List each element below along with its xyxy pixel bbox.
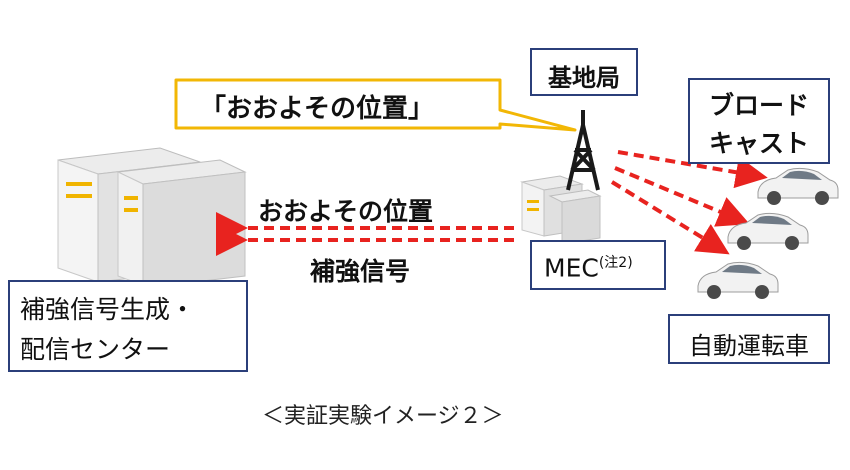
broadcast-box: ブロード キャスト: [688, 78, 830, 164]
lower-arrow-label: 補強信号: [310, 257, 411, 286]
base-station-box: 基地局: [530, 48, 638, 96]
upper-arrow-label: おおよその位置: [258, 197, 434, 226]
server-icon: [57, 147, 247, 289]
broadcast-label-line1: ブロード: [708, 91, 809, 120]
mec-label-text: MEC: [544, 253, 599, 283]
center-label-line1: 補強信号生成・: [20, 295, 196, 324]
callout-text: 「おおよその位置」: [200, 94, 435, 124]
vehicles-box: 自動運転車: [668, 314, 830, 364]
center-label-line2: 配信センター: [20, 335, 171, 364]
mec-label: MEC(注2): [544, 252, 633, 282]
callout-bubble: [174, 78, 577, 132]
figure-caption: ＜実証実験イメージ２＞: [262, 404, 504, 429]
broadcast-arrow-3: [610, 180, 730, 255]
broadcast-arrow-2: [614, 166, 750, 227]
broadcast-arrow-1: [617, 150, 768, 189]
center-box: 補強信号生成・ 配信センター: [8, 280, 248, 372]
tower-icon: [566, 110, 600, 191]
mec-note: (注2): [598, 255, 633, 271]
broadcast-label-line2: キャスト: [708, 129, 809, 158]
car-icon: [757, 167, 839, 205]
mec-box: MEC(注2): [530, 240, 666, 290]
mec-server-icon: [520, 175, 602, 245]
car-icon: [697, 261, 779, 299]
base-station-label: 基地局: [548, 64, 620, 92]
car-icon: [727, 212, 809, 250]
vehicles-label: 自動運転車: [689, 332, 809, 360]
